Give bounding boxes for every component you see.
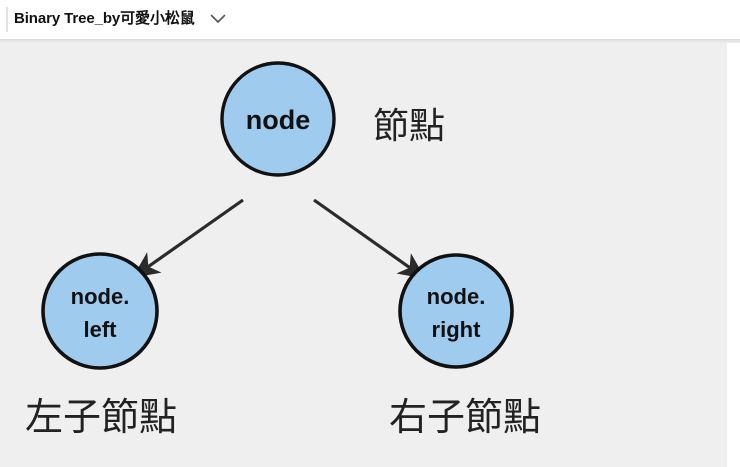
edge-root-to-left — [132, 198, 244, 278]
binary-tree-diagram: node node. left node. right 節點 左子節點 右子節點 — [25, 61, 541, 439]
diagram-canvas: node node. left node. right 節點 左子節點 右子節點 — [0, 41, 727, 467]
chevron-down-icon — [210, 14, 226, 24]
tree-node-left-child[interactable]: node. left — [41, 252, 159, 370]
annotation-right-child: 右子節點 — [389, 395, 541, 439]
title-dropdown-button[interactable] — [207, 8, 229, 30]
document-header: Binary Tree_by可愛小松鼠 — [0, 0, 740, 39]
node-label-left-line-1: node. — [71, 284, 130, 309]
node-label-right-line-1: node. — [427, 284, 486, 309]
tree-node-right-child[interactable]: node. right — [398, 253, 514, 369]
page-title: Binary Tree_by可愛小松鼠 — [14, 10, 195, 27]
canvas-right-margin — [727, 41, 740, 467]
tree-node-root[interactable]: node — [220, 61, 336, 177]
annotation-left-child: 左子節點 — [25, 395, 177, 439]
node-circle — [398, 253, 514, 369]
node-label-left-line-2: left — [84, 317, 118, 342]
header-left-divider — [6, 7, 8, 32]
header-bottom-shadow — [0, 39, 740, 43]
edge-root-to-right — [313, 198, 426, 279]
node-label-right-line-2: right — [432, 317, 482, 342]
node-circle — [41, 252, 159, 370]
node-label-root-line-1: node — [246, 105, 311, 135]
node-circle — [220, 61, 336, 177]
annotation-root-node: 節點 — [373, 106, 445, 147]
